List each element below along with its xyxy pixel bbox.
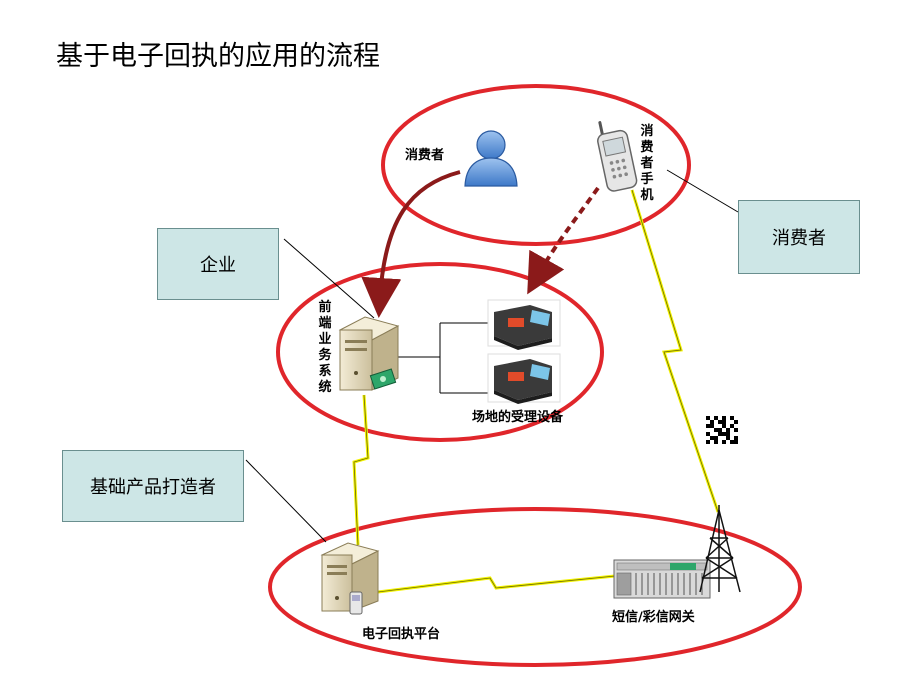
consumer-phone-label: 消费者手机 [640,124,654,203]
consumer-zone-ellipse [381,84,691,246]
venue-devices-label: 场地的受理设备 [472,410,564,425]
base-builder-callout-line [245,459,327,543]
device-connector [398,322,488,394]
cell-tower-icon [699,505,741,593]
phone-to-device-arrow [527,186,600,295]
enterprise-callout-line [283,238,375,319]
lightning-system-platform [352,394,370,546]
gateway-rack-icon [613,559,711,599]
page-title: 基于电子回执的应用的流程 [56,41,380,72]
payment-card-icon [369,368,397,390]
consumer-to-system-arrow [361,170,461,318]
lightning-platform-gateway [377,574,616,594]
qr-code-icon [706,416,738,446]
sms-gateway-label: 短信/彩信网关 [612,610,695,625]
enterprise-zone-ellipse [276,262,604,442]
user-icon [464,130,518,187]
receipt-platform-label: 电子回执平台 [362,627,441,642]
platform-server-icon [320,542,380,615]
enterprise-box: 企业 [157,228,279,300]
pos-terminal-icon [487,353,561,404]
base-builder-box: 基础产品打造者 [62,450,244,522]
consumer-box: 消费者 [738,200,860,274]
mobile-phone-icon [597,121,638,192]
pos-terminal-icon [487,299,561,350]
consumer-callout-line [666,169,739,213]
consumer-person-label: 消费者 [405,148,445,163]
frontend-system-label: 前端业务系统 [318,300,332,395]
platform-zone-ellipse [268,507,802,667]
